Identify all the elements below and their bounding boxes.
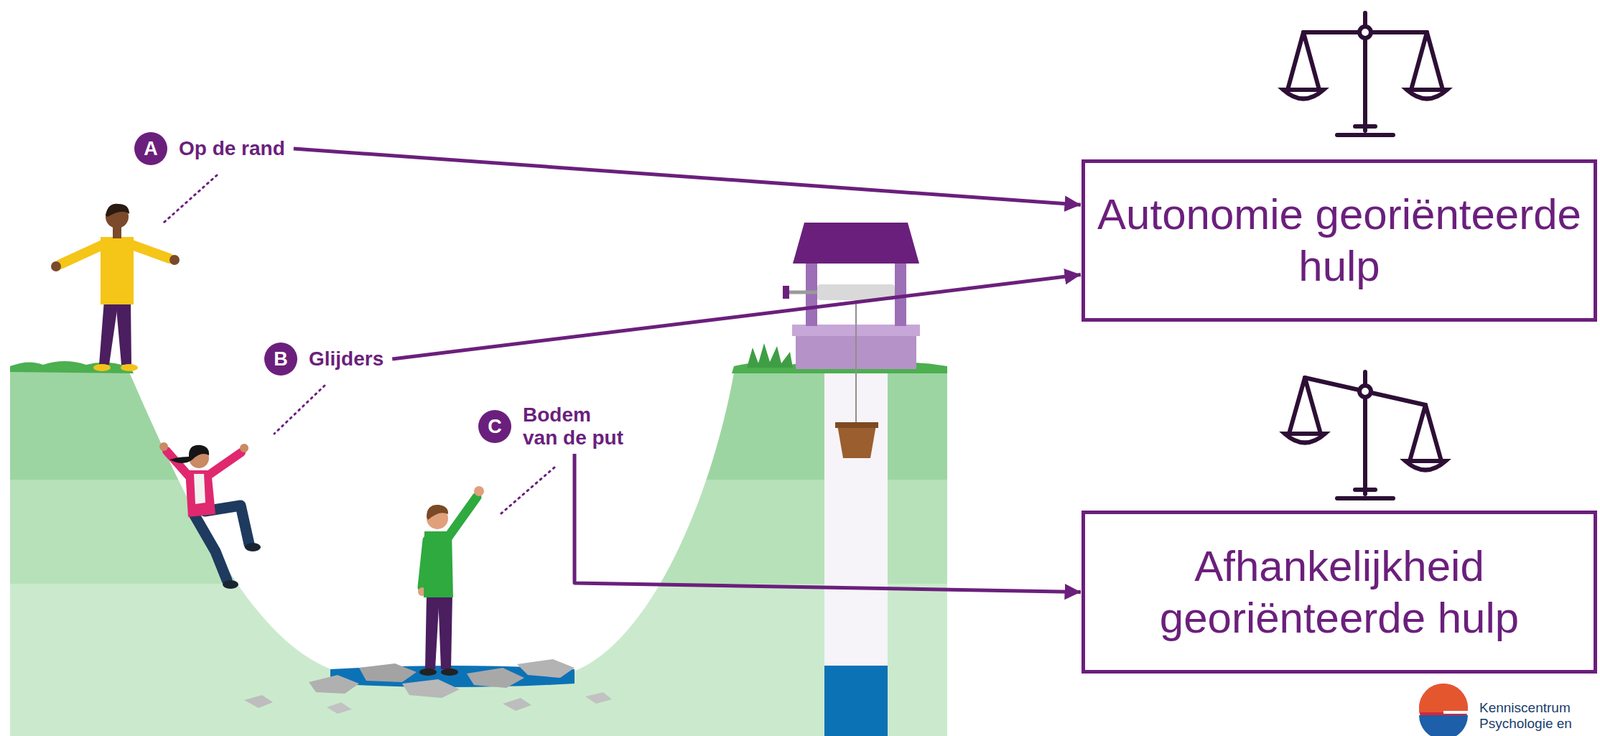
shoe xyxy=(440,668,459,676)
scale-beam xyxy=(1304,377,1426,406)
scale-foot xyxy=(1355,124,1376,129)
logo-stripe xyxy=(1443,710,1468,714)
balanced-scale-icon xyxy=(1283,12,1448,136)
rock xyxy=(244,695,273,709)
shoe xyxy=(419,668,437,676)
leg xyxy=(425,594,440,670)
shoe xyxy=(120,364,138,372)
person-sliding xyxy=(159,442,261,589)
callout-letter: A xyxy=(134,132,168,166)
scale-base xyxy=(1337,496,1394,501)
scale-strings xyxy=(1289,377,1321,434)
connector-arrow xyxy=(293,148,1081,205)
callout-marker: A Op de rand xyxy=(134,132,286,166)
well-roof xyxy=(792,222,920,264)
bucket-rim xyxy=(835,422,879,429)
scale-strings xyxy=(1411,32,1443,90)
arm xyxy=(208,452,242,476)
rock xyxy=(466,667,525,688)
callout-label: Op de rand xyxy=(178,137,286,161)
callout-marker: B Glijders xyxy=(264,342,384,376)
hair xyxy=(105,203,130,217)
person-at-bottom xyxy=(417,486,485,676)
scale-pan xyxy=(1406,89,1448,100)
shoe xyxy=(222,580,239,589)
rock xyxy=(359,663,417,683)
rock xyxy=(517,659,575,678)
pit xyxy=(127,359,735,674)
shoe xyxy=(93,364,111,372)
rock xyxy=(402,679,460,699)
hand xyxy=(239,443,249,453)
ground xyxy=(10,359,948,736)
process-box: Autonomie georiënteerde hulp xyxy=(1081,159,1598,322)
scale-base xyxy=(1337,132,1394,138)
callout-marker: C Bodem van de put xyxy=(478,403,630,450)
scale-foot xyxy=(1355,487,1376,492)
logo-text: Kenniscentrum Psychologie en xyxy=(1479,700,1588,732)
scale-strings xyxy=(1287,32,1320,90)
process-box: Afhankelijkheid georiënteerde hulp xyxy=(1081,510,1598,674)
leader-line xyxy=(274,385,325,434)
leg xyxy=(115,300,132,365)
grass-tuft xyxy=(746,343,793,368)
logo-band xyxy=(1419,715,1468,736)
leg xyxy=(99,300,119,365)
hair xyxy=(426,504,449,520)
person-on-edge xyxy=(50,203,180,372)
well-shaft xyxy=(824,369,888,736)
hair xyxy=(169,445,209,464)
well-water xyxy=(824,665,888,736)
shirt xyxy=(193,473,206,505)
arm xyxy=(129,244,170,259)
rock xyxy=(502,698,532,711)
scale-pan xyxy=(1405,461,1446,471)
well-rope xyxy=(855,300,857,426)
arm xyxy=(166,450,189,476)
hand xyxy=(169,254,180,265)
box-label: Autonomie georiënteerde hulp xyxy=(1093,188,1585,293)
torso xyxy=(185,470,216,518)
scale-pan xyxy=(1283,89,1324,100)
well-post xyxy=(894,259,907,327)
crank-knob xyxy=(782,285,790,299)
hand xyxy=(50,261,62,272)
hand xyxy=(159,442,169,451)
leader-line xyxy=(163,175,217,223)
leader-line xyxy=(501,467,555,514)
box-label: Afhankelijkheid georiënteerde hulp xyxy=(1093,540,1585,645)
arm xyxy=(448,496,477,538)
hand xyxy=(473,486,485,497)
scale-strings xyxy=(1409,405,1442,462)
grass-strip xyxy=(10,361,134,374)
bucket xyxy=(837,425,877,459)
crank-handle xyxy=(788,290,818,295)
leg xyxy=(438,594,453,670)
leg xyxy=(193,514,227,581)
callout-label: Bodem van de put xyxy=(522,403,630,450)
callout-letter: C xyxy=(478,410,512,444)
rock xyxy=(326,702,352,714)
scale-pivot xyxy=(1359,26,1371,39)
rock xyxy=(308,675,360,694)
torso xyxy=(100,236,134,305)
connector-arrow xyxy=(392,274,1081,360)
logo-mark xyxy=(1419,683,1468,736)
tilted-scale-icon xyxy=(1284,371,1446,499)
logo-band xyxy=(1419,683,1468,713)
arm xyxy=(60,244,105,265)
well xyxy=(782,222,920,459)
connector-arrow xyxy=(574,453,1081,593)
callout-letter: B xyxy=(264,342,298,376)
leader-lines xyxy=(163,175,555,514)
shoe xyxy=(244,542,261,552)
torso xyxy=(423,531,454,598)
callout-label: Glijders xyxy=(308,347,384,371)
scale-pivot xyxy=(1359,385,1371,398)
neck xyxy=(112,226,122,239)
scale-pan xyxy=(1284,433,1325,444)
rock xyxy=(585,692,612,704)
